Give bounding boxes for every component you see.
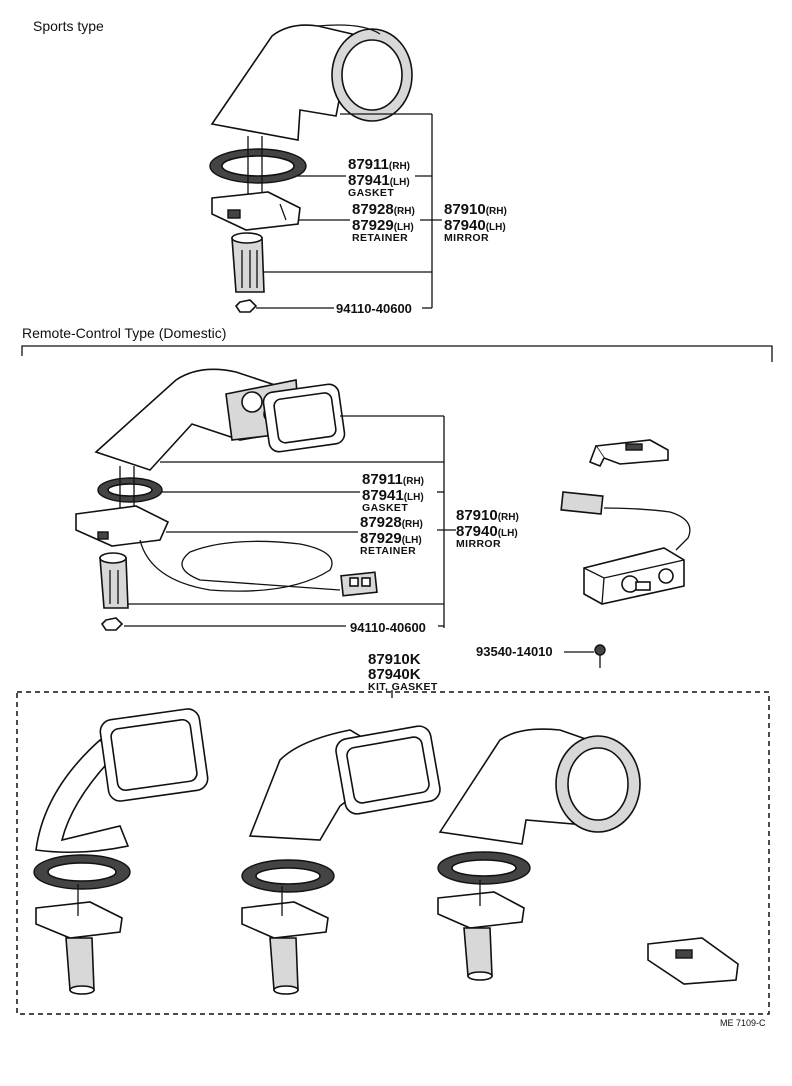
kit-retainer-2 [241, 886, 329, 939]
remote-retainer [75, 505, 170, 547]
remote-nut [100, 617, 124, 631]
sports-nut-label: 94110-40600 [336, 301, 412, 316]
remote-screw-label: 93540-14010 [476, 644, 553, 659]
remote-gasket-lh-label: 87941(LH) [362, 487, 424, 504]
sports-gasket-lh-label: 87941(LH) [348, 172, 410, 189]
figure-ref: ME 7109-C [720, 1018, 766, 1028]
kit-dashed-box [16, 691, 770, 1015]
sports-gasket-name: GASKET [348, 187, 394, 199]
remote-section-bracket [21, 345, 773, 362]
remote-mirror-lh-label: 87940(LH) [456, 523, 518, 540]
kit-gasket-3 [437, 851, 531, 885]
remote-retainer-rh-label: 87928(RH) [360, 514, 423, 531]
kit-retainer-3 [437, 880, 525, 929]
kit-adapter-2 [269, 937, 299, 995]
remote-switch-bracket [588, 439, 669, 468]
remote-adapter [99, 552, 129, 609]
sports-mirror-lh-label: 87940(LH) [444, 217, 506, 234]
remote-retainer-name: RETAINER [360, 545, 416, 557]
kit-bracket [647, 937, 739, 985]
sports-retainer-lh-label: 87929(LH) [352, 217, 414, 234]
kit-gasket-1 [33, 854, 131, 890]
sports-gasket [209, 136, 307, 196]
section-title-remote: Remote-Control Type (Domestic) [22, 325, 226, 341]
remote-gasket-rh-label: 87911(RH) [362, 471, 424, 488]
remote-mirror-rh-label: 87910(RH) [456, 507, 519, 524]
remote-retainer-lh-label: 87929(LH) [360, 530, 422, 547]
kit-name: KIT, GASKET [368, 681, 438, 693]
kit-adapter-3 [463, 927, 493, 981]
kit-part-rh: 87910K [368, 651, 421, 668]
kit-part-lh: 87940K [368, 666, 421, 683]
sports-retainer [211, 191, 301, 231]
remote-screw [594, 644, 606, 668]
remote-cable [139, 539, 378, 597]
sports-leader-lines [256, 113, 442, 309]
sports-mirror-rh-label: 87910(RH) [444, 201, 507, 218]
sports-mirror-name: MIRROR [444, 232, 489, 244]
kit-retainer-1 [35, 884, 123, 939]
kit-mirror-2 [248, 725, 441, 841]
kit-adapter-1 [65, 937, 95, 995]
kit-gasket-2 [241, 859, 335, 893]
remote-leader-lines [124, 415, 594, 653]
remote-mirror-head [94, 368, 346, 471]
remote-nut-label: 94110-40600 [350, 620, 426, 635]
remote-control-switch [560, 491, 691, 605]
sports-adapter [231, 232, 265, 293]
kit-mirror-1 [35, 708, 209, 854]
kit-mirror-3 [438, 728, 641, 845]
sports-retainer-name: RETAINER [352, 232, 408, 244]
sports-mirror-head [210, 24, 413, 141]
sports-nut [234, 299, 258, 313]
sports-gasket-rh-label: 87911(RH) [348, 156, 410, 173]
sports-retainer-rh-label: 87928(RH) [352, 201, 415, 218]
remote-mirror-name: MIRROR [456, 538, 501, 550]
section-title-sports: Sports type [33, 18, 104, 34]
remote-gasket-name: GASKET [362, 502, 408, 514]
